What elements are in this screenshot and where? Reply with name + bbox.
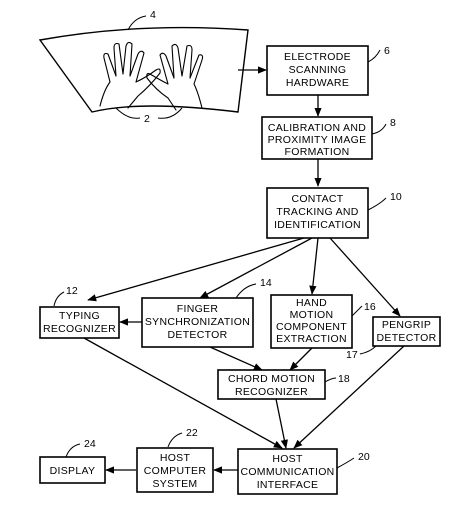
svg-text:TRACKING AND: TRACKING AND [276,206,358,218]
svg-text:CHORD MOTION: CHORD MOTION [228,373,315,385]
ref-hands-label: 2 [144,113,150,125]
ref-calibration: 8 [390,117,396,129]
edge-typing-interface [83,337,283,449]
edge-hand-chord [289,347,313,371]
edge-contact-finger [199,237,313,299]
ref-typing: 12 [66,285,78,297]
host-interface-block: HOST COMMUNICATION INTERFACE 20 [237,448,370,495]
svg-text:SYNCHRONIZATION: SYNCHRONIZATION [145,316,250,328]
svg-text:HAND: HAND [296,297,327,309]
finger-sync-block: FINGER SYNCHRONIZATION DETECTOR 14 [141,277,272,348]
calibration-block: CALIBRATION AND PROXIMITY IMAGE FORMATIO… [261,116,396,160]
svg-text:HOST: HOST [272,453,303,465]
svg-text:FINGER: FINGER [177,303,219,315]
svg-text:ELECTRODE: ELECTRODE [284,51,351,63]
svg-text:HOST: HOST [160,452,191,464]
hand-motion-block: HAND MOTION COMPONENT EXTRACTION 16 [270,294,376,349]
display-block: DISPLAY 24 [39,438,106,484]
pengrip-detector-block: PENGRIP DETECTOR 17 [346,316,441,361]
svg-text:DETECTOR: DETECTOR [168,329,228,341]
contact-tracking-block: CONTACT TRACKING AND IDENTIFICATION 10 [266,187,402,239]
svg-text:EXTRACTION: EXTRACTION [276,333,347,345]
svg-text:COMMUNICATION: COMMUNICATION [240,466,334,478]
edge-chord-interface [275,398,288,449]
edge-finger-chord [209,346,263,371]
svg-text:IDENTIFICATION: IDENTIFICATION [274,219,361,231]
ref-display: 24 [84,438,96,450]
left-hand-icon [99,41,161,109]
ref-electrode: 6 [384,45,390,57]
svg-text:FORMATION: FORMATION [285,146,350,158]
chord-motion-block: CHORD MOTION RECOGNIZER 18 [217,369,350,400]
svg-text:SCANNING: SCANNING [289,64,347,76]
svg-text:PROXIMITY IMAGE: PROXIMITY IMAGE [268,134,367,146]
svg-text:CONTACT: CONTACT [291,193,343,205]
flow-edges [83,66,405,474]
svg-text:COMPUTER: COMPUTER [144,465,207,477]
edge-contact-pengrip [329,237,401,317]
svg-text:TYPING: TYPING [59,310,100,322]
right-hand-icon [146,43,204,111]
ref-contact: 10 [390,191,402,203]
ref-host: 22 [186,427,198,439]
svg-text:DETECTOR: DETECTOR [377,332,437,344]
svg-text:RECOGNIZER: RECOGNIZER [235,386,308,398]
svg-text:CALIBRATION AND: CALIBRATION AND [268,122,366,134]
ref-finger: 14 [260,277,272,289]
svg-text:INTERFACE: INTERFACE [257,479,319,491]
typing-recognizer-block: TYPING RECOGNIZER 12 [39,285,120,339]
edge-contact-hand [309,237,319,295]
svg-text:PENGRIP: PENGRIP [382,319,431,331]
svg-text:RECOGNIZER: RECOGNIZER [43,323,116,335]
ref-hand: 16 [364,301,376,313]
edge-contact-typing [87,237,305,302]
svg-text:MOTION: MOTION [290,309,334,321]
ref-chord: 18 [338,373,350,385]
touch-surface: 4 2 [38,9,249,125]
svg-text:DISPLAY: DISPLAY [50,465,96,477]
host-computer-block: HOST COMPUTER SYSTEM 22 [136,427,214,493]
ref-surface-label: 4 [150,9,156,21]
ref-pengrip: 17 [346,349,358,361]
electrode-scanning-block: ELECTRODE SCANNING HARDWARE 6 [266,45,390,96]
edge-pengrip-interface [293,345,405,449]
svg-text:HARDWARE: HARDWARE [286,77,349,89]
ref-interface: 20 [358,451,370,463]
svg-text:COMPONENT: COMPONENT [276,321,347,333]
svg-text:SYSTEM: SYSTEM [153,478,198,490]
